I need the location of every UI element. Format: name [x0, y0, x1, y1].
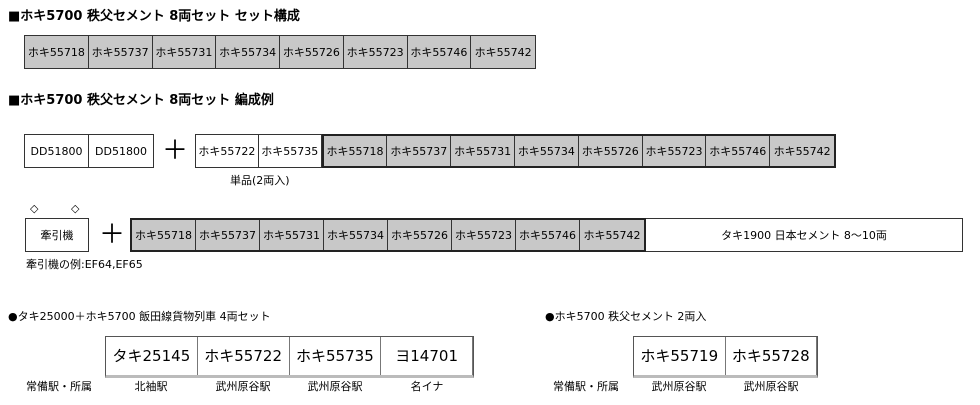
car-cell: ホキ55734 [324, 220, 388, 250]
car-cell: ホキ55718 [25, 36, 89, 68]
car-cell: ホキ55737 [196, 220, 260, 250]
car-cell: ホキ55737 [88, 36, 153, 68]
single-note: 単品(2両入) [230, 174, 290, 187]
car-cell: ホキ55746 [407, 36, 472, 68]
station-label: 武州原谷駅 [307, 380, 363, 393]
station-label: 武州原谷駅 [215, 380, 271, 393]
car-cell: ホキ55734 [216, 36, 280, 68]
car-cell: ホキ55726 [578, 136, 643, 166]
set2-title: ●ホキ5700 秩父セメント 2両入 [545, 310, 707, 323]
set4-title: ●タキ25000＋ホキ5700 飯田線貨物列車 4両セット [8, 310, 271, 323]
car-cell: ホキ55726 [280, 36, 344, 68]
set2-row-label: 常備駅・所属 [553, 380, 619, 393]
car-cell: ホキ55737 [387, 136, 452, 166]
car-cell: ホキ55731 [152, 36, 217, 68]
car-cell: ホキ55718 [323, 136, 388, 166]
car-cell: ホキ55722 [198, 337, 290, 375]
car-cell: ホキ55731 [260, 220, 324, 250]
car-cell: ホキ55723 [642, 136, 707, 166]
extra-cars: タキ1900 日本セメント 8～10両 [721, 228, 887, 242]
plus-sign: ＋ [162, 136, 189, 166]
diamond-mark: ◇ [71, 202, 80, 215]
car-cell: ホキ55735 [290, 337, 382, 375]
car-cell: ホキ55742 [471, 36, 535, 68]
car-cell: ホキ55746 [516, 220, 580, 250]
plus-sign: ＋ [99, 220, 126, 250]
car-cell: ホキ55742 [580, 220, 644, 250]
car-cell: ホキ55735 [259, 135, 322, 167]
car-cell: ホキ55726 [388, 220, 452, 250]
car-cell: ホキ55719 [634, 337, 726, 375]
station-label: 北袖駅 [134, 380, 168, 393]
station-label: 武州原谷駅 [651, 380, 707, 393]
car-cell: ホキ55742 [770, 136, 834, 166]
station-label: 名イナ [410, 380, 444, 393]
car-cell: ホキ55731 [451, 136, 516, 166]
formation-heading: ■ホキ5700 秩父セメント 8両セット 編成例 [8, 93, 274, 108]
set-heading: ■ホキ5700 秩父セメント 8両セット セット構成 [8, 9, 300, 24]
loco-note: 牽引機の例:EF64,EF65 [26, 258, 143, 271]
set4-row-label: 常備駅・所属 [26, 380, 92, 393]
car-cell: ホキ55718 [132, 220, 196, 250]
car-cell: ヨ14701 [381, 337, 473, 375]
car-cell: ホキ55723 [343, 36, 408, 68]
car-cell: ホキ55728 [726, 337, 817, 375]
car-cell: ホキ55722 [196, 135, 259, 167]
loco-box: 牽引機 [25, 218, 89, 252]
car-cell: タキ25145 [106, 337, 198, 375]
car-cell: ホキ55746 [706, 136, 771, 166]
diamond-mark: ◇ [30, 202, 39, 215]
car-cell: ホキ55723 [452, 220, 516, 250]
station-label: 武州原谷駅 [743, 380, 799, 393]
car-cell: ホキ55734 [515, 136, 579, 166]
loco-label: 牽引機 [40, 228, 74, 242]
